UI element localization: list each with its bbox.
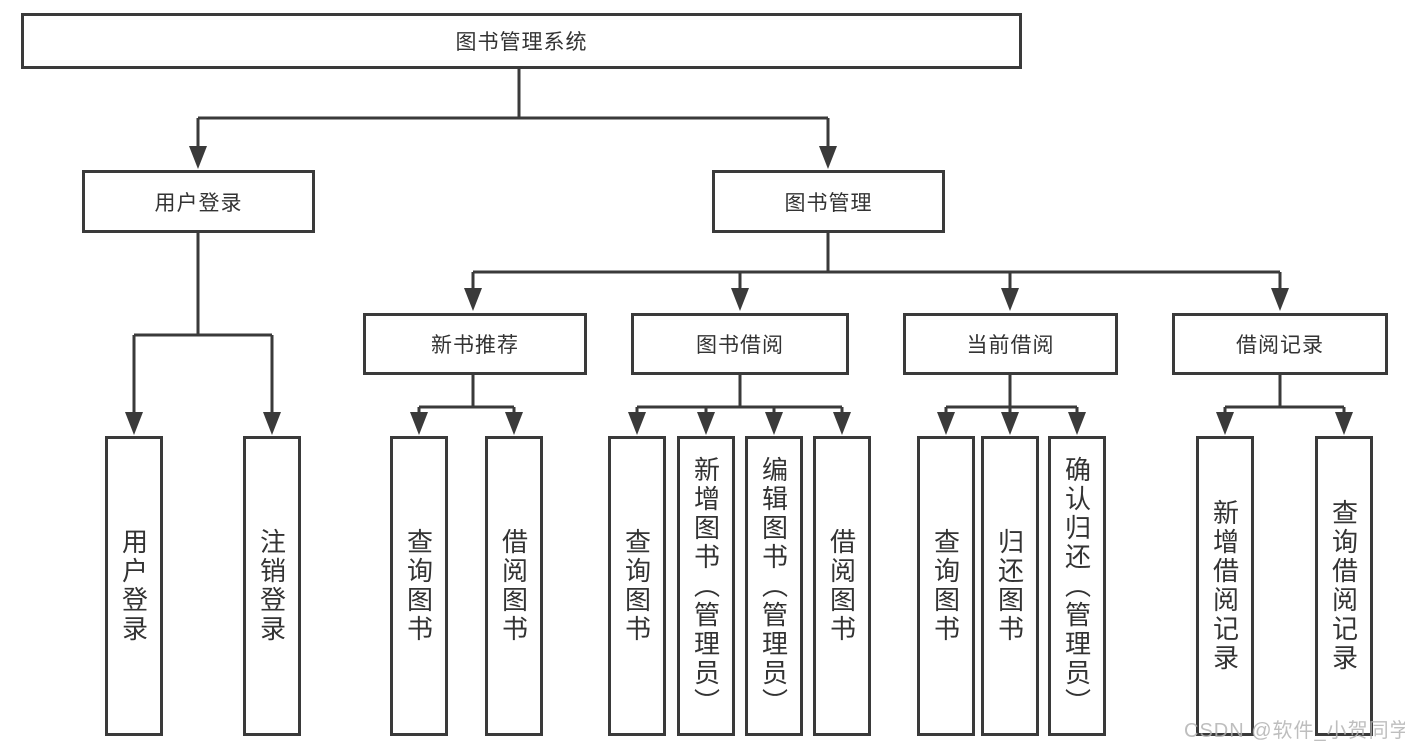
leaf-borrow-books-recommend: 借阅图书	[485, 436, 543, 736]
node-book-borrowing: 图书借阅	[631, 313, 849, 375]
node-book-management: 图书管理	[712, 170, 945, 233]
leaf-query-books-recommend: 查询图书	[390, 436, 448, 736]
leaf-user-login: 用户登录	[105, 436, 163, 736]
node-new-book-recommendation: 新书推荐	[363, 313, 587, 375]
leaf-query-books-borrow: 查询图书	[608, 436, 666, 736]
leaf-add-books-admin: 新增图书（管理员）	[677, 436, 735, 736]
node-current-borrowing: 当前借阅	[903, 313, 1118, 375]
node-library-management-system: 图书管理系统	[21, 13, 1022, 69]
leaf-edit-books-admin: 编辑图书（管理员）	[745, 436, 803, 736]
leaf-borrow-books: 借阅图书	[813, 436, 871, 736]
leaf-add-borrow-record: 新增借阅记录	[1196, 436, 1254, 736]
leaf-return-books: 归还图书	[981, 436, 1039, 736]
leaf-confirm-return-admin: 确认归还（管理员）	[1048, 436, 1106, 736]
arrowheads	[125, 146, 1353, 435]
leaf-query-books-current: 查询图书	[917, 436, 975, 736]
leaf-query-borrow-record: 查询借阅记录	[1315, 436, 1373, 736]
leaf-logout: 注销登录	[243, 436, 301, 736]
node-user-login: 用户登录	[82, 170, 315, 233]
node-borrowing-records: 借阅记录	[1172, 313, 1388, 375]
watermark: CSDN @软件_小贺同学	[1184, 720, 1405, 742]
